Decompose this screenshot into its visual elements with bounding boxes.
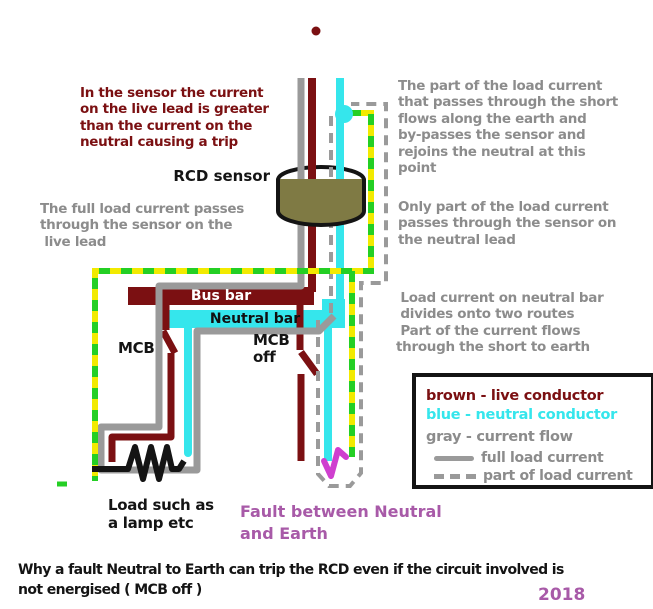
neutral-rejoin-point bbox=[335, 105, 353, 123]
rcd-sensor-label: RCD sensor bbox=[173, 167, 270, 185]
fault-mark-icon bbox=[321, 447, 349, 479]
fault-label: Fault between Neutral and Earth bbox=[240, 502, 442, 543]
legend-gray: gray - current flow bbox=[426, 429, 573, 445]
neutral-bar-label: Neutral bar bbox=[209, 311, 301, 327]
note-full-load: The full load current passes through the… bbox=[40, 201, 244, 250]
load-label: Load such as a lamp etc bbox=[108, 496, 214, 533]
legend-part-load-row: part of load current bbox=[434, 468, 651, 484]
dashed-line-swatch-icon bbox=[434, 473, 476, 479]
legend-box: brown - live conductor blue - neutral co… bbox=[412, 373, 653, 489]
diagram-caption: Why a fault Neutral to Earth can trip th… bbox=[18, 562, 564, 598]
note-only-part: Only part of the load current passes thr… bbox=[398, 199, 617, 248]
note-part-short: The part of the load current that passes… bbox=[398, 78, 618, 177]
live-wire-left-mcb bbox=[108, 305, 179, 462]
note-sensor-trip: In the sensor the current on the live le… bbox=[80, 85, 269, 151]
bus-bar-shape bbox=[128, 287, 314, 305]
year-label: 2018 bbox=[538, 585, 586, 605]
legend-part-load-label: part of load current bbox=[483, 468, 633, 484]
legend-live: brown - live conductor bbox=[426, 388, 604, 404]
bus-bar-label: Bus bar bbox=[190, 288, 252, 304]
mcb-left-label: MCB bbox=[118, 339, 155, 357]
full-load-current-path bbox=[97, 78, 337, 474]
supply-dot bbox=[311, 26, 321, 36]
note-current-divides: Load current on neutral bar divides onto… bbox=[396, 290, 604, 356]
legend-full-load-label: full load current bbox=[481, 450, 604, 466]
solid-line-swatch-icon bbox=[434, 455, 474, 461]
mcb-off-label: MCB off bbox=[253, 331, 290, 367]
legend-neutral: blue - neutral conductor bbox=[426, 407, 618, 423]
load-coil bbox=[92, 444, 187, 482]
rcd-sensor-body bbox=[276, 179, 366, 227]
earth-wire-green-dashes bbox=[92, 110, 374, 481]
part-current-fault-loop bbox=[316, 102, 388, 488]
legend-full-load-row: full load current bbox=[434, 450, 651, 466]
